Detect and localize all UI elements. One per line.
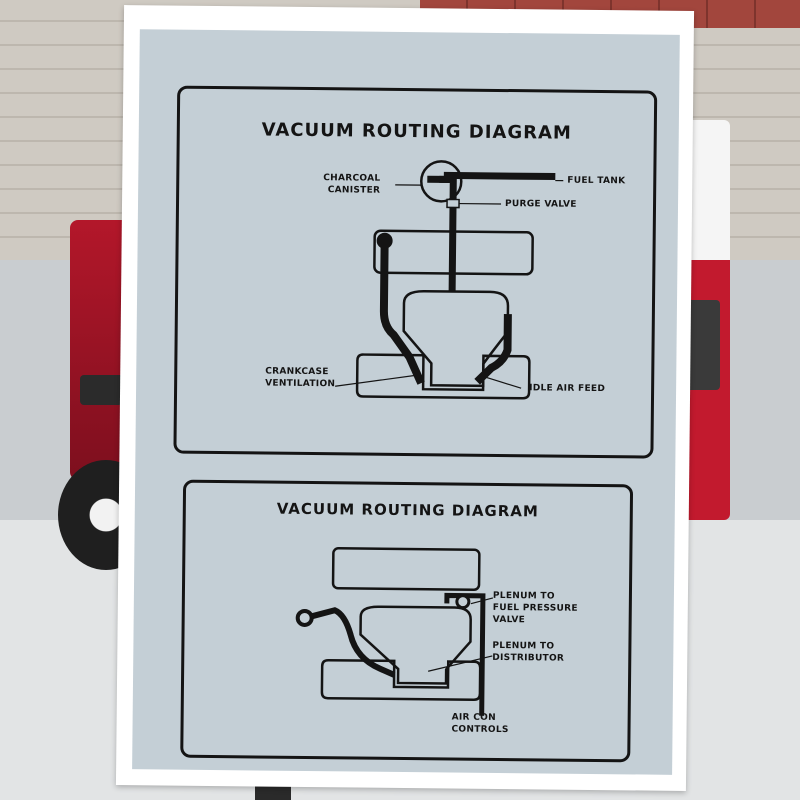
charcoal-canister-label: CHARCOAL CANISTER	[323, 173, 381, 196]
plenum-fuel-pressure-label: PLENUM TO FUEL PRESSURE VALVE	[492, 590, 578, 626]
throttle-body-shape	[359, 605, 472, 685]
bottom-diagram-panel: VACUUM ROUTING DIAGRAM PLENUM TO FUEL PR…	[180, 479, 634, 763]
top-diagram-drawing	[335, 160, 564, 400]
bottom-diagram-drawing	[295, 547, 494, 716]
purge-hose	[439, 175, 457, 342]
top-diagram-panel: VACUUM ROUTING DIAGRAM	[173, 85, 658, 459]
fuel-tank-label: FUEL TANK	[567, 175, 626, 187]
idle-air-hose	[474, 314, 512, 385]
crankcase-hose	[379, 246, 425, 385]
intake-manifold-shape	[320, 658, 482, 701]
vacuum-routing-decal: VACUUM ROUTING DIAGRAM	[132, 29, 680, 775]
leader-idle-air	[481, 375, 522, 389]
crankcase-hose-end	[376, 232, 393, 249]
leader-distributor	[428, 655, 493, 672]
idle-air-feed-label: IDLE AIR FEED	[529, 383, 606, 395]
plenum-distributor-label: PLENUM TO DISTRIBUTOR	[492, 640, 565, 664]
purge-valve-label: PURGE VALVE	[504, 199, 577, 210]
purge-valve-shape	[446, 198, 460, 209]
plenum-fitting	[455, 594, 471, 610]
leader-crankcase	[335, 374, 418, 387]
fuel-pressure-valve-shape	[295, 608, 314, 627]
air-cleaner-shape	[331, 547, 481, 591]
intake-manifold-shape	[355, 353, 531, 400]
air-cleaner-shape	[373, 229, 534, 276]
air-con-controls-label: AIR CON CONTROLS	[451, 712, 509, 736]
decal-card: VACUUM ROUTING DIAGRAM	[115, 5, 695, 791]
charcoal-canister-shape	[420, 160, 463, 203]
fuel-pressure-hose	[311, 607, 396, 678]
leader-fuel-pressure	[470, 597, 494, 605]
crankcase-ventilation-label: CRANKCASE VENTILATION	[265, 366, 336, 390]
